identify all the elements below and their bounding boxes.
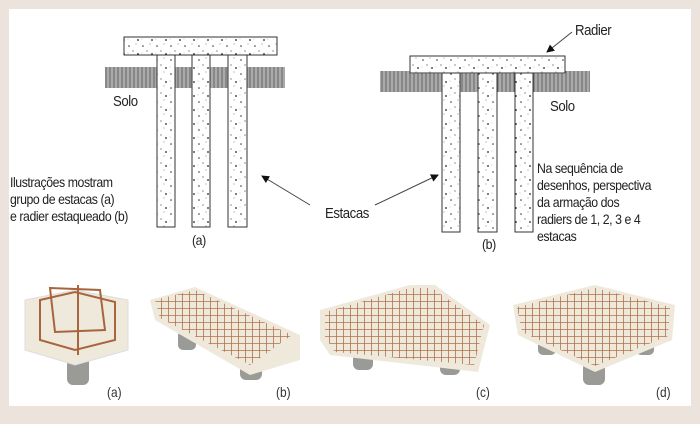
label-fig-a: (a) <box>192 232 206 248</box>
pile-cap <box>123 36 278 56</box>
arrow-radier <box>546 31 573 53</box>
label-solo-b: Solo <box>550 98 575 115</box>
arrow-estacas-right <box>374 174 439 206</box>
caption-line: Ilustrações mostram <box>10 174 113 190</box>
pile <box>441 72 461 233</box>
caption-line: da armação dos <box>537 194 620 210</box>
perspective-b <box>150 287 300 380</box>
label-solo-a: Solo <box>113 93 138 110</box>
perspective-label-c: (c) <box>476 384 490 400</box>
caption-line: Na sequência de <box>537 160 623 176</box>
caption-line: desenhos, perspectiva <box>537 177 652 193</box>
pile <box>156 54 176 228</box>
perspective-d <box>513 285 675 385</box>
pile <box>514 72 534 233</box>
perspective-label-a: (a) <box>107 384 122 400</box>
label-estacas: Estacas <box>325 205 369 222</box>
arrow-estacas-left <box>261 175 311 206</box>
raft <box>409 55 566 74</box>
caption-right: Na sequência de desenhos, perspectiva da… <box>537 160 651 245</box>
perspective-c <box>320 285 490 375</box>
pile <box>191 54 211 228</box>
perspective-label-d: (d) <box>656 384 671 400</box>
caption-line: radiers de 1, 2, 3 e 4 <box>537 211 641 227</box>
caption-left: Ilustrações mostram grupo de estacas (a)… <box>10 174 128 225</box>
perspective-a <box>24 285 129 385</box>
caption-line: estacas <box>537 228 577 244</box>
caption-line: e radier estaqueado (b) <box>10 208 128 224</box>
label-fig-b: (b) <box>482 236 496 252</box>
caption-line: grupo de estacas (a) <box>10 191 115 207</box>
pile <box>477 72 498 233</box>
pile-group-a <box>105 36 285 228</box>
piled-raft-b <box>380 55 590 233</box>
label-radier: Radier <box>575 22 612 39</box>
pile <box>227 54 248 228</box>
perspective-label-b: (b) <box>276 384 291 400</box>
